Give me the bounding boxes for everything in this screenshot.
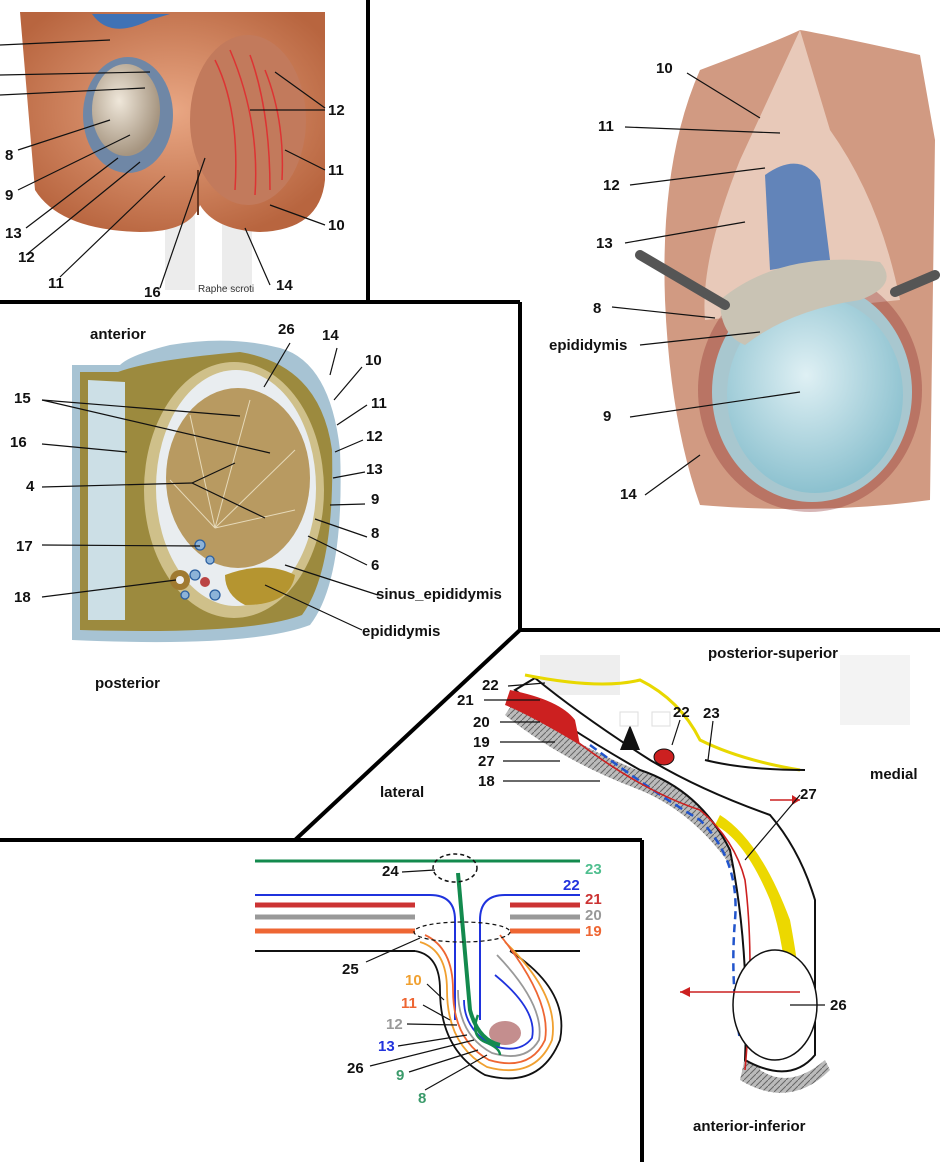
p5-label-25: 25 [342,961,359,978]
testis [727,297,903,493]
p2-label-epididymis: epididymis [549,337,627,354]
p5-label-21: 21 [585,891,602,908]
p1-label-11: 11 [48,275,64,292]
testis-section [166,388,310,568]
p5-label-23: 23 [585,861,602,878]
p5-label-12: 12 [386,1016,403,1033]
p4-label-19: 19 [473,734,490,751]
p5-label-9: 9 [396,1067,404,1084]
p5-label-19: 19 [585,923,602,940]
p4-label-23: 23 [703,705,720,722]
raphe-scroti-caption: Raphe scroti [198,284,254,295]
p2-label-14: 14 [620,486,637,503]
p3-label-13: 13 [366,461,383,478]
p1-label-13: 13 [5,225,22,242]
p4-orientation-posterior-superior: posterior-superior [708,645,838,662]
panel-sagittal: posterior-superior lateral medial anteri… [380,645,918,1135]
p1-label-12b: 12 [328,102,345,119]
muscle-red [505,690,580,745]
panel-dissection: 10 11 12 13 8 epididymis 9 14 [549,30,940,512]
p5-label-26: 26 [347,1060,364,1077]
p3-label-10: 10 [365,352,382,369]
p3-label-12: 12 [366,428,383,445]
p1-label-10: 10 [328,217,345,234]
p3-orientation-posterior: posterior [95,675,160,692]
p4-orientation-anterior-inferior: anterior-inferior [693,1118,806,1135]
yellow-layer [524,673,801,772]
panel-schematic: 24 23 22 21 20 19 25 10 11 12 13 26 9 8 [255,853,602,1107]
p3-label-14: 14 [322,327,339,344]
p4-label-22: 22 [482,677,499,694]
p5-label-22: 22 [563,877,580,894]
p3-label-4: 4 [26,478,35,495]
p4-label-18: 18 [478,773,495,790]
p2-label-12: 12 [603,177,620,194]
p1-label-16: 16 [144,284,161,301]
p5-label-24: 24 [382,863,399,880]
p3-label-epididymis: epididymis [362,623,440,640]
p4-label-21: 21 [457,692,474,709]
p2-label-8: 8 [593,300,601,317]
p3-label-16: 16 [10,434,27,451]
p2-label-10: 10 [656,60,673,77]
p5-label-11: 11 [401,995,417,1012]
p3-label-18: 18 [14,589,31,606]
p5-label-20: 20 [585,907,602,924]
p1-label-14: 14 [276,277,293,294]
p3-label-15: 15 [14,390,31,407]
epididymis-shape [720,259,887,345]
p5-label-8: 8 [418,1090,426,1107]
p1-label-11b: 11 [328,162,344,179]
p4-orientation-medial: medial [870,766,918,783]
p3-label-26: 26 [278,321,295,338]
p2-label-11: 11 [598,118,614,135]
p5-label-10: 10 [405,972,422,989]
p4-label-26: 26 [830,997,847,1014]
p2-label-9: 9 [603,408,611,425]
p3-label-17: 17 [16,538,33,555]
p3-label-6: 6 [371,557,379,574]
p2-label-13: 13 [596,235,613,252]
p4-label-27: 27 [478,753,495,770]
p1-label-8: 8 [5,147,13,164]
p3-label-9: 9 [371,491,379,508]
epididymis-section [225,567,295,605]
p3-label-11: 11 [371,395,387,412]
p3-label-8: 8 [371,525,379,542]
right-testis-cover [190,35,306,205]
panel-cross-section: anterior posterior 15 16 4 17 18 26 14 1… [10,321,502,692]
p5-label-13: 13 [378,1038,395,1055]
p4-label-27b: 27 [800,786,817,803]
p3-orientation-anterior: anterior [90,326,146,343]
panel-scrotum-layers: Raphe scroti 8 9 13 12 11 16 14 10 11 12 [0,12,345,301]
testis-schematic [489,1021,521,1045]
p4-orientation-lateral: lateral [380,784,424,801]
p1-label-12: 12 [18,249,35,266]
left-testis [92,64,160,156]
p4-label-22b: 22 [673,704,690,721]
p3-label-sinus-epididymis: sinus_epididymis [376,586,502,603]
p1-label-9: 9 [5,187,13,204]
p4-label-20: 20 [473,714,490,731]
